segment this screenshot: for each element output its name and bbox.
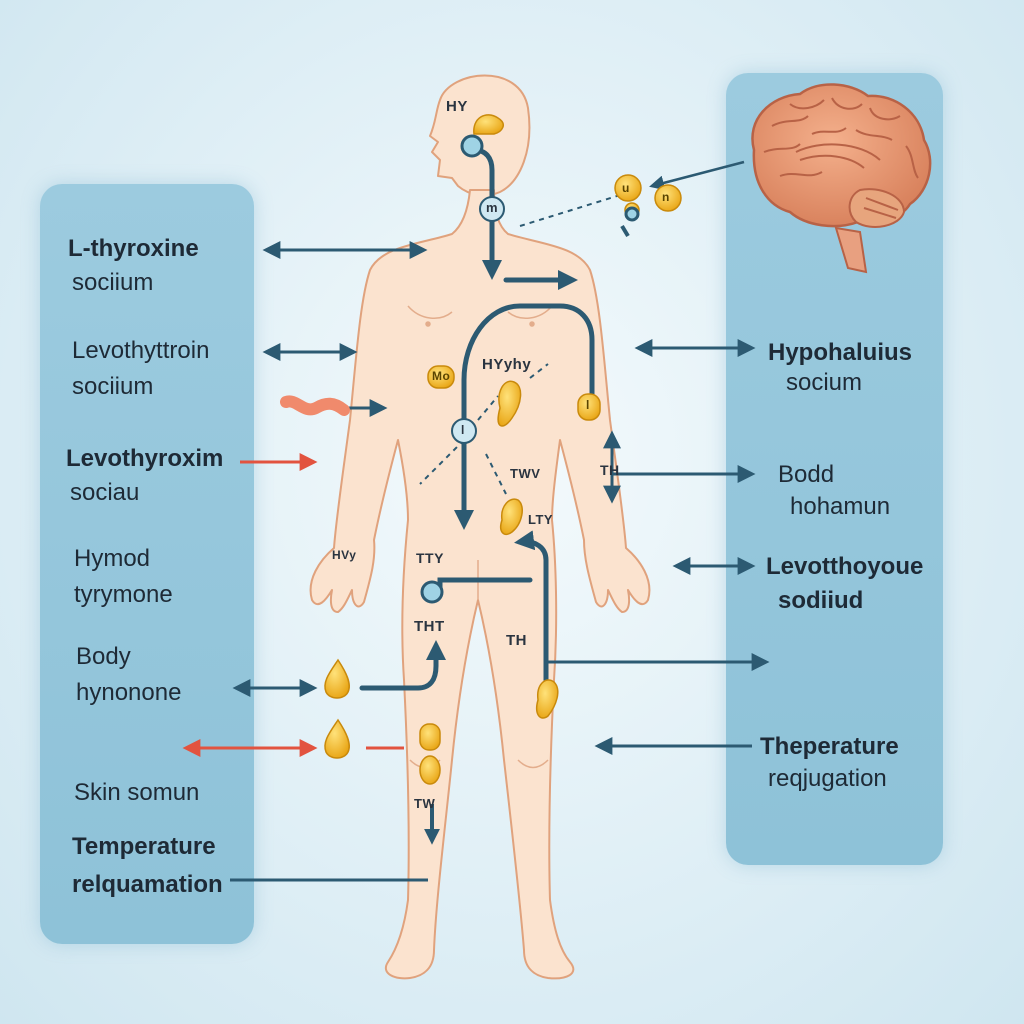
knee-label: TW: [414, 796, 436, 811]
right-label-1-line1: Hypohaluius: [768, 339, 913, 366]
right-leg-arrow: [514, 530, 549, 683]
left-label-6-line1: Skin somun: [74, 779, 200, 806]
left-label-1-line1: L-thyroxine: [68, 235, 199, 262]
left-label-5-line2: hynonone: [76, 679, 182, 706]
left-red-arrows: [182, 453, 404, 757]
torso-label-a: TWV: [510, 466, 541, 481]
badge-circles: [419, 174, 682, 751]
left-label-3-line2: sociau: [70, 479, 140, 506]
hand-label: HVy: [332, 548, 357, 562]
head-label: HY: [446, 98, 468, 115]
left-label-5-line1: Body: [76, 643, 131, 670]
left-label-2-line2: sociium: [72, 373, 154, 400]
thigh-right-label: TH: [506, 632, 527, 649]
left-label-7-line1: Temperature: [72, 833, 216, 860]
left-arrows: [230, 241, 428, 882]
left-label-2-line1: Levothyttroin: [72, 337, 210, 364]
badge-one-label: l: [461, 423, 465, 437]
neck-badge-b: n: [662, 190, 670, 204]
internal-pathway-arrows: [359, 147, 595, 691]
right-label-3-line2: sodiiud: [778, 587, 864, 614]
right-label-2-line1: Bodd: [778, 461, 835, 488]
brain-illustration: [751, 83, 932, 274]
left-label-4-line1: Hymod: [74, 545, 151, 572]
left-label-panel: [40, 184, 254, 944]
left-label-4-line2: tyrymone: [74, 581, 173, 608]
arm-tag-label: TH: [600, 462, 620, 478]
node-circles: [420, 134, 640, 604]
neck-badge-label: m: [486, 200, 499, 215]
right-label-4-line1: Theperature: [760, 733, 899, 760]
thigh-arrow: [359, 640, 446, 691]
torso-and-limbs: [309, 189, 651, 980]
right-label-2-line2: hohamun: [790, 493, 891, 520]
intestine-icon: [280, 395, 350, 416]
left-label-1-line2: sociium: [72, 269, 154, 296]
right-arrows: [546, 339, 770, 755]
right-label-3-line1: Levotthoyoue: [766, 553, 924, 580]
gland-a-label: Mo: [432, 369, 451, 383]
right-label-1-line2: socium: [786, 369, 863, 396]
human-figure: [309, 74, 651, 980]
dashed-connections: [419, 191, 631, 495]
thigh-left-label: THT: [414, 618, 445, 635]
groin-label: TTY: [416, 550, 444, 566]
torso-label-b: LTY: [528, 512, 554, 527]
badge-right-label: l: [586, 398, 590, 412]
left-label-3-line1: Levothyroxim: [66, 445, 224, 472]
right-label-4-line2: reqjugation: [768, 765, 887, 792]
torso-loop: [461, 303, 595, 523]
left-label-7-line2: relquamation: [72, 871, 223, 898]
chest-label: HYyhy: [482, 356, 532, 373]
brain-link-arrow: [649, 160, 745, 191]
head: [429, 74, 531, 197]
neck-badge-a: u: [622, 181, 630, 195]
